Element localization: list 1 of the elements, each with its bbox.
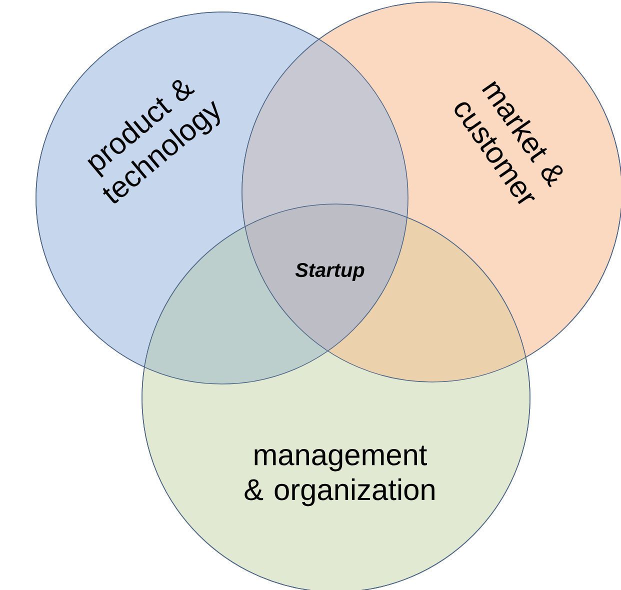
center-label: Startup [295,262,364,282]
